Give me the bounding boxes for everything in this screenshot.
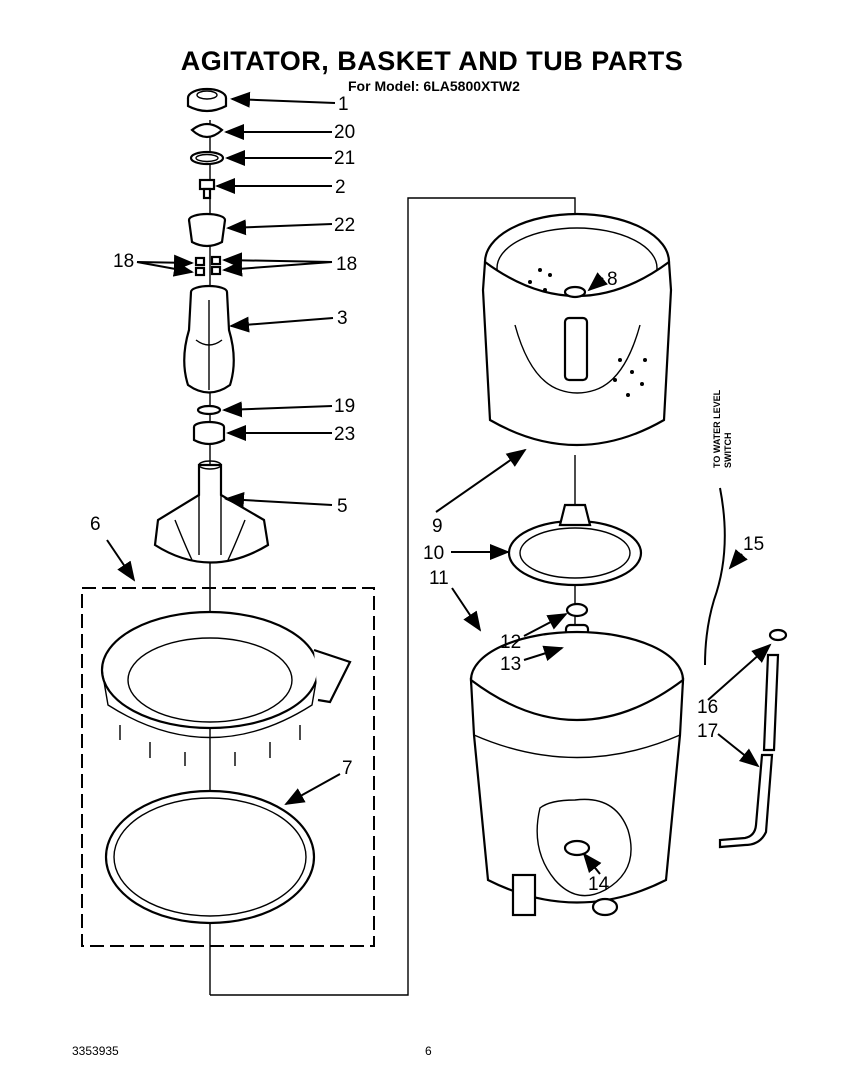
water-level-line2: SWITCH <box>723 433 733 469</box>
callout-1: 1 <box>338 94 349 115</box>
callout-18-left: 18 <box>113 251 134 272</box>
callout-22: 22 <box>334 215 355 236</box>
part-9-basket <box>481 212 673 447</box>
callout-3: 3 <box>337 308 348 329</box>
callout-13: 13 <box>500 654 521 675</box>
callout-19: 19 <box>334 396 355 417</box>
callout-12: 12 <box>500 632 521 653</box>
callout-16: 16 <box>697 697 718 718</box>
callout-23: 23 <box>334 424 355 445</box>
part-18-dogs <box>194 255 222 277</box>
part-16-hose-clamp <box>768 628 788 642</box>
callout-5: 5 <box>337 496 348 517</box>
part-6-tub-ring <box>100 610 352 766</box>
part-15-air-dome-hose <box>704 487 726 666</box>
part-23-hub <box>192 420 226 446</box>
callout-18-right: 18 <box>336 254 357 275</box>
part-8-basket-nut <box>563 285 587 299</box>
callout-20: 20 <box>334 122 355 143</box>
callout-11: 11 <box>429 568 449 589</box>
water-level-line1: TO WATER LEVEL <box>712 389 722 468</box>
part-3-agitator-barrel <box>183 284 235 394</box>
model-subtitle: For Model: 6LA5800XTW2 <box>348 78 520 94</box>
part-7-tub-seal <box>104 789 316 925</box>
callout-21: 21 <box>334 148 355 169</box>
water-level-note: TO WATER LEVEL SWITCH <box>712 389 733 468</box>
part-2-bolt <box>198 178 216 200</box>
part-11-outer-tub <box>469 630 685 917</box>
part-10-spin-disk <box>507 503 643 587</box>
part-17-hose <box>718 653 780 849</box>
page-title: AGITATOR, BASKET AND TUB PARTS <box>180 46 684 76</box>
part-5-agitator-base <box>153 460 270 564</box>
part-20-cap-insert <box>190 122 224 139</box>
callout-9: 9 <box>432 516 443 537</box>
part-1-agitator-cap <box>186 87 228 113</box>
callout-14: 14 <box>588 874 610 895</box>
document-number: 3353935 <box>72 1044 119 1058</box>
callout-7: 7 <box>342 758 353 779</box>
part-19-ring <box>196 404 222 416</box>
page-number: 6 <box>425 1044 432 1058</box>
callout-8: 8 <box>607 269 618 290</box>
callout-17: 17 <box>697 721 718 742</box>
kit-6-dashed-box <box>81 587 375 947</box>
callout-10: 10 <box>423 543 444 564</box>
part-22-cam <box>187 212 227 248</box>
callout-2: 2 <box>335 177 346 198</box>
callout-15: 15 <box>743 534 764 555</box>
callout-6: 6 <box>90 514 101 535</box>
part-21-ring <box>189 150 225 166</box>
part-12-clip <box>565 602 589 618</box>
